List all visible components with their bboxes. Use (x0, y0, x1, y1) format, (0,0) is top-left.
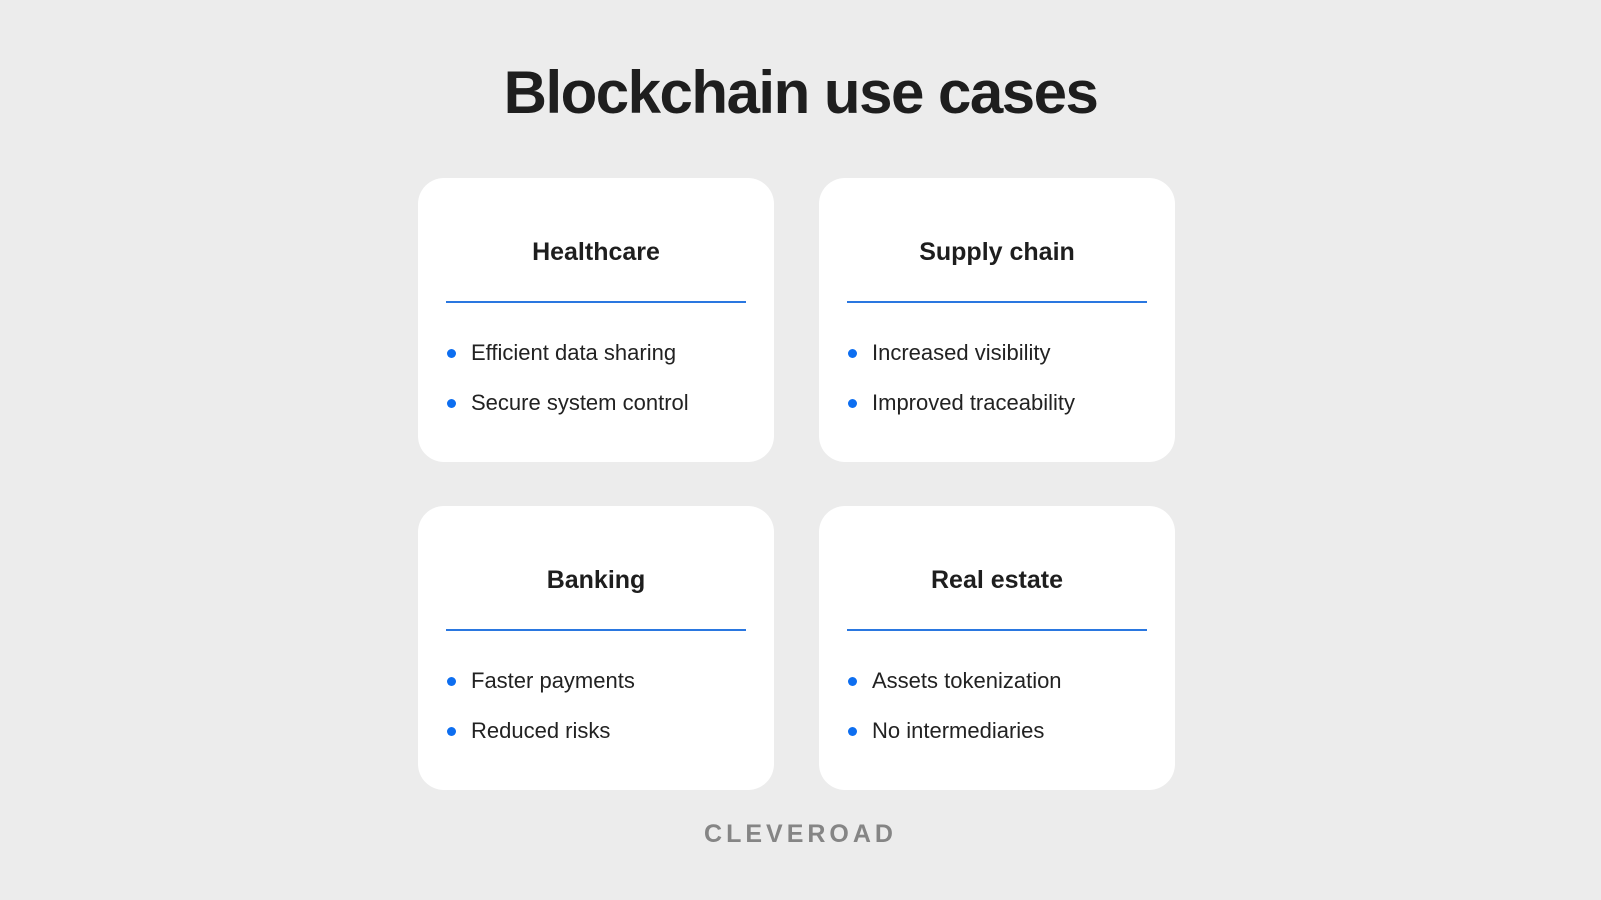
card-title: Supply chain (919, 238, 1075, 266)
list-item: Increased visibility (847, 336, 1075, 386)
card-healthcare: Healthcare Efficient data sharing Secure… (418, 178, 774, 462)
list-item: Faster payments (446, 664, 635, 714)
list-item: Assets tokenization (847, 664, 1062, 714)
card-title: Healthcare (532, 238, 660, 266)
item-text: Reduced risks (471, 718, 611, 743)
bullet-icon (447, 348, 456, 358)
brand-logo: CLEVEROAD (704, 820, 897, 848)
item-text: No intermediaries (872, 718, 1045, 743)
item-text: Faster payments (471, 668, 635, 693)
benefit-list: Efficient data sharing Secure system con… (446, 336, 689, 436)
item-text: Efficient data sharing (471, 340, 677, 365)
item-text: Assets tokenization (872, 668, 1062, 693)
list-item: Improved traceability (847, 386, 1075, 436)
list-item: Secure system control (446, 386, 689, 436)
bullet-icon (848, 676, 857, 686)
card-real-estate: Real estate Assets tokenization No inter… (819, 506, 1175, 790)
item-text: Secure system control (471, 390, 689, 415)
bullet-icon (447, 676, 456, 686)
page-title: Blockchain use cases (503, 59, 1099, 126)
bullet-icon (848, 726, 857, 736)
list-item: Reduced risks (446, 714, 635, 764)
benefit-list: Increased visibility Improved traceabili… (847, 336, 1075, 436)
card-supply-chain: Supply chain Increased visibility Improv… (819, 178, 1175, 462)
benefit-list: Assets tokenization No intermediaries (847, 664, 1062, 764)
divider (847, 301, 1147, 303)
bullet-icon (848, 398, 857, 408)
list-item: Efficient data sharing (446, 336, 689, 386)
card-banking: Banking Faster payments Reduced risks (418, 506, 774, 790)
divider (446, 301, 746, 303)
card-title: Real estate (930, 566, 1064, 594)
item-text: Improved traceability (872, 390, 1075, 415)
list-item: No intermediaries (847, 714, 1062, 764)
item-text: Increased visibility (872, 340, 1051, 365)
divider (446, 629, 746, 631)
bullet-icon (447, 398, 456, 408)
divider (847, 629, 1147, 631)
card-title: Banking (546, 566, 646, 594)
bullet-icon (447, 726, 456, 736)
bullet-icon (848, 348, 857, 358)
benefit-list: Faster payments Reduced risks (446, 664, 635, 764)
